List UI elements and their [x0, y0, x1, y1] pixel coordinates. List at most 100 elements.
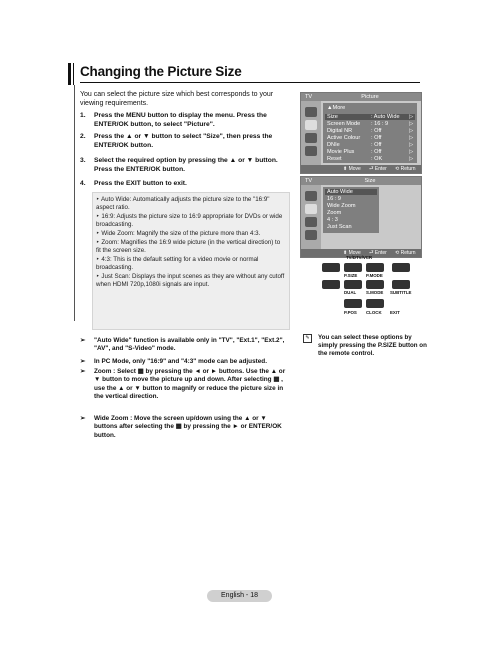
- remote-button: [344, 299, 362, 308]
- heading-bar: [68, 63, 71, 85]
- sound-icon[interactable]: [305, 133, 317, 143]
- row-label: Size: [327, 114, 338, 120]
- enter-hint: ⮐ Enter: [369, 166, 387, 172]
- picture-menu-screen: TV Picture ▲More Size : Auto Wide ▷ Scre…: [300, 92, 422, 174]
- picture-icon[interactable]: [305, 120, 317, 130]
- setup-icon[interactable]: [305, 146, 317, 156]
- menu-footer: ⬍ Move ⮐ Enter ⟲ Return: [301, 165, 421, 173]
- chevron-right-icon: ▷: [409, 149, 414, 155]
- step-text: Press the MENU button to display the men…: [94, 112, 267, 128]
- remote-button: [392, 263, 410, 272]
- chevron-right-icon: ▷: [409, 128, 414, 134]
- menu-title: Picture: [361, 94, 379, 100]
- row-value: : Off: [371, 142, 382, 148]
- menu-row-screen-mode[interactable]: Screen Mode : 16 : 9 ▷: [325, 121, 415, 127]
- remote-label: SUBTITLE: [390, 290, 412, 295]
- step-text: Press the ▲ or ▼ button to select "Size"…: [94, 133, 273, 149]
- option-text: 16:9: Adjusts the picture size to 16:9 a…: [96, 213, 283, 228]
- menu-icon-column: [301, 185, 321, 249]
- remote-label: P.MODE: [366, 273, 383, 278]
- option-text: Zoom: Magnifies the 16:9 wide picture (i…: [96, 239, 281, 254]
- option-4-3: ‣ 4:3: This is the default setting for a…: [96, 256, 259, 271]
- size-option-zoom[interactable]: Zoom: [325, 210, 377, 216]
- move-hint: ⬍ Move: [343, 250, 361, 256]
- setup-icon[interactable]: [305, 230, 317, 240]
- option-auto-wide: ‣ Auto Wide: Automatically adjusts the p…: [96, 196, 270, 211]
- remote-label: EXIT: [390, 310, 400, 315]
- return-hint: ⟲ Return: [395, 250, 416, 256]
- picture-icon[interactable]: [305, 204, 317, 214]
- row-value: : Auto Wide: [371, 114, 400, 120]
- menu-row-reset[interactable]: Reset : OK ▷: [325, 156, 415, 162]
- chevron-right-icon: ▷: [409, 156, 414, 162]
- note-arrow-icon: ➢: [80, 415, 86, 422]
- row-label: Active Colour: [327, 135, 361, 141]
- row-value: : Off: [371, 149, 382, 155]
- menu-title: Size: [364, 178, 376, 184]
- remote-button: [392, 280, 410, 289]
- size-option-just-scan[interactable]: Just Scan: [325, 224, 377, 230]
- remote-button: [322, 280, 340, 289]
- menu-row-active-colour[interactable]: Active Colour : Off ▷: [325, 135, 415, 141]
- menu-header: [301, 93, 421, 101]
- size-menu-screen: TV Size Auto Wide 16 : 9 Wide Zoom Zoom …: [300, 176, 422, 258]
- remote-button: [322, 263, 340, 272]
- step-number: 1.: [80, 112, 86, 119]
- option-text: Just Scan: Displays the input scenes as …: [96, 273, 285, 288]
- chevron-right-icon: ▷: [409, 121, 414, 127]
- menu-row-dnie[interactable]: DNIe : Off ▷: [325, 142, 415, 148]
- option-label: Wide Zoom: [327, 203, 356, 209]
- step-text: Press the EXIT button to exit.: [94, 180, 187, 187]
- chevron-right-icon: ▷: [409, 142, 414, 148]
- row-value: : 16 : 9: [371, 121, 389, 127]
- remote-label: P.SIZE: [344, 273, 358, 278]
- row-label: Reset: [327, 156, 342, 162]
- size-option-auto-wide[interactable]: Auto Wide: [325, 189, 377, 195]
- menu-row-size[interactable]: Size : Auto Wide ▷: [325, 114, 415, 120]
- menu-more[interactable]: ▲More: [325, 105, 415, 111]
- menu-footer: ⬍ Move ⮐ Enter ⟲ Return: [301, 249, 421, 257]
- menu-source-label: TV: [305, 94, 313, 100]
- page-number-badge: English - 18: [207, 590, 272, 602]
- intro-text: You can select the picture size which be…: [80, 91, 274, 107]
- menu-icon-column: [301, 101, 321, 165]
- input-icon[interactable]: [305, 191, 317, 201]
- note-text: Wide Zoom : Move the screen up/down usin…: [94, 415, 282, 439]
- menu-row-movie-plus[interactable]: Movie Plus : Off ▷: [325, 149, 415, 155]
- menu-row-digital-nr[interactable]: Digital NR : Off ▷: [325, 128, 415, 134]
- note-arrow-icon: ➢: [80, 368, 86, 375]
- note-pencil-icon: ✎: [303, 334, 312, 343]
- chevron-right-icon: ▷: [409, 114, 414, 120]
- option-label: Auto Wide: [327, 189, 353, 195]
- row-value: : Off: [371, 128, 382, 134]
- step-number: 3.: [80, 157, 86, 164]
- step-number: 2.: [80, 133, 86, 140]
- size-options-box: [92, 192, 290, 330]
- row-value: : OK: [371, 156, 383, 162]
- row-label: Digital NR: [327, 128, 353, 134]
- option-label: 16 : 9: [327, 196, 341, 202]
- note-arrow-icon: ➢: [80, 358, 86, 365]
- sound-icon[interactable]: [305, 217, 317, 227]
- size-option-wide-zoom[interactable]: Wide Zoom: [325, 203, 377, 209]
- remote-button: [366, 280, 384, 289]
- size-option-16-9[interactable]: 16 : 9: [325, 196, 377, 202]
- heading-bar-thin: [73, 63, 74, 85]
- remote-button: [366, 299, 384, 308]
- option-zoom: ‣ Zoom: Magnifies the 16:9 wide picture …: [96, 239, 281, 254]
- menu-source-label: TV: [305, 178, 313, 184]
- menu-panel: ▲More Size : Auto Wide ▷ Screen Mode : 1…: [323, 103, 417, 163]
- option-wide-zoom: ‣ Wide Zoom: Magnify the size of the pic…: [96, 230, 261, 237]
- input-icon[interactable]: [305, 107, 317, 117]
- remote-button: [344, 280, 362, 289]
- size-option-4-3[interactable]: 4 : 3: [325, 217, 377, 223]
- chevron-right-icon: ▷: [409, 135, 414, 141]
- remote-label: P.POS: [344, 310, 357, 315]
- row-label: Movie Plus: [327, 149, 355, 155]
- option-16-9: ‣ 16:9: Adjusts the picture size to 16:9…: [96, 213, 283, 228]
- option-just-scan: ‣ Just Scan: Displays the input scenes a…: [96, 273, 285, 288]
- side-rule: [74, 85, 75, 321]
- remote-button: [366, 263, 384, 272]
- remote-button: [344, 263, 362, 272]
- option-label: Zoom: [327, 210, 342, 216]
